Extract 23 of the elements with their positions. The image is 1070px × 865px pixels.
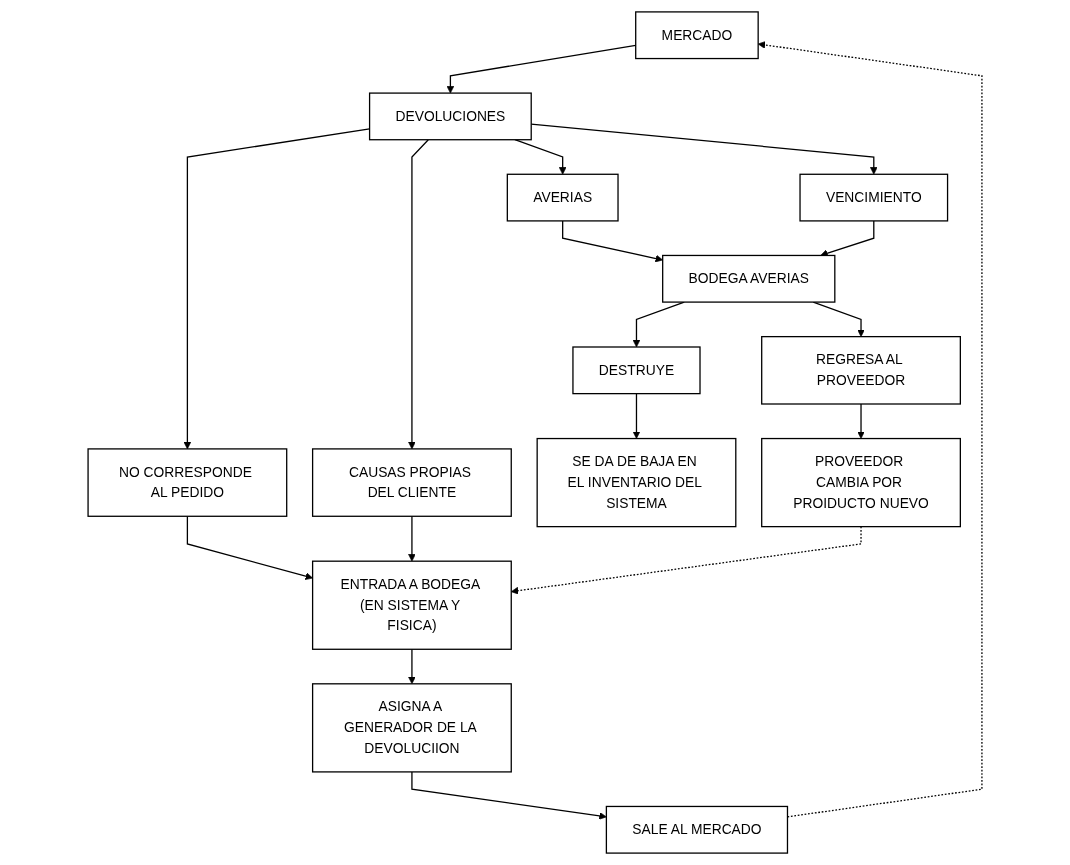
- arrow: [514, 139, 567, 175]
- node-box: SE DA DE BAJA EN EL INVENTARIO DEL SISTEMA: [536, 437, 737, 528]
- node-box: VENCIMIENTO: [799, 173, 949, 222]
- node-box: REGRESA AL PROVEEDOR: [761, 336, 961, 405]
- node-box: DEVOLUCIONES: [368, 92, 532, 141]
- node-box: SALE AL MERCADO: [605, 805, 789, 854]
- arrow: [820, 220, 875, 257]
- node-box: DESTRUYE: [572, 346, 701, 395]
- arrow: [411, 771, 607, 820]
- node-box: AVERIAS: [506, 173, 619, 222]
- arrow: [408, 648, 416, 685]
- node-box: BODEGA AVERIAS: [662, 254, 836, 303]
- node-box: PROVEEDOR CAMBIA POR PROIDUCTO NUEVO: [761, 437, 961, 528]
- arrow: [857, 403, 865, 439]
- node-box: MERCADO: [635, 11, 759, 60]
- node-box: ASIGNA A GENERADOR DE LA DEVOLUCIION: [311, 683, 512, 773]
- arrow: [408, 515, 416, 562]
- node-box: CAUSAS PROPIAS DEL CLIENTE: [311, 448, 512, 517]
- node-box: NO CORRESPONDE AL PEDIDO: [87, 448, 288, 517]
- arrow: [408, 139, 429, 450]
- node-box: ENTRADA A BODEGA (EN SISTEMA Y FISICA): [311, 560, 512, 650]
- arrow: [632, 393, 641, 439]
- arrow: [186, 515, 313, 580]
